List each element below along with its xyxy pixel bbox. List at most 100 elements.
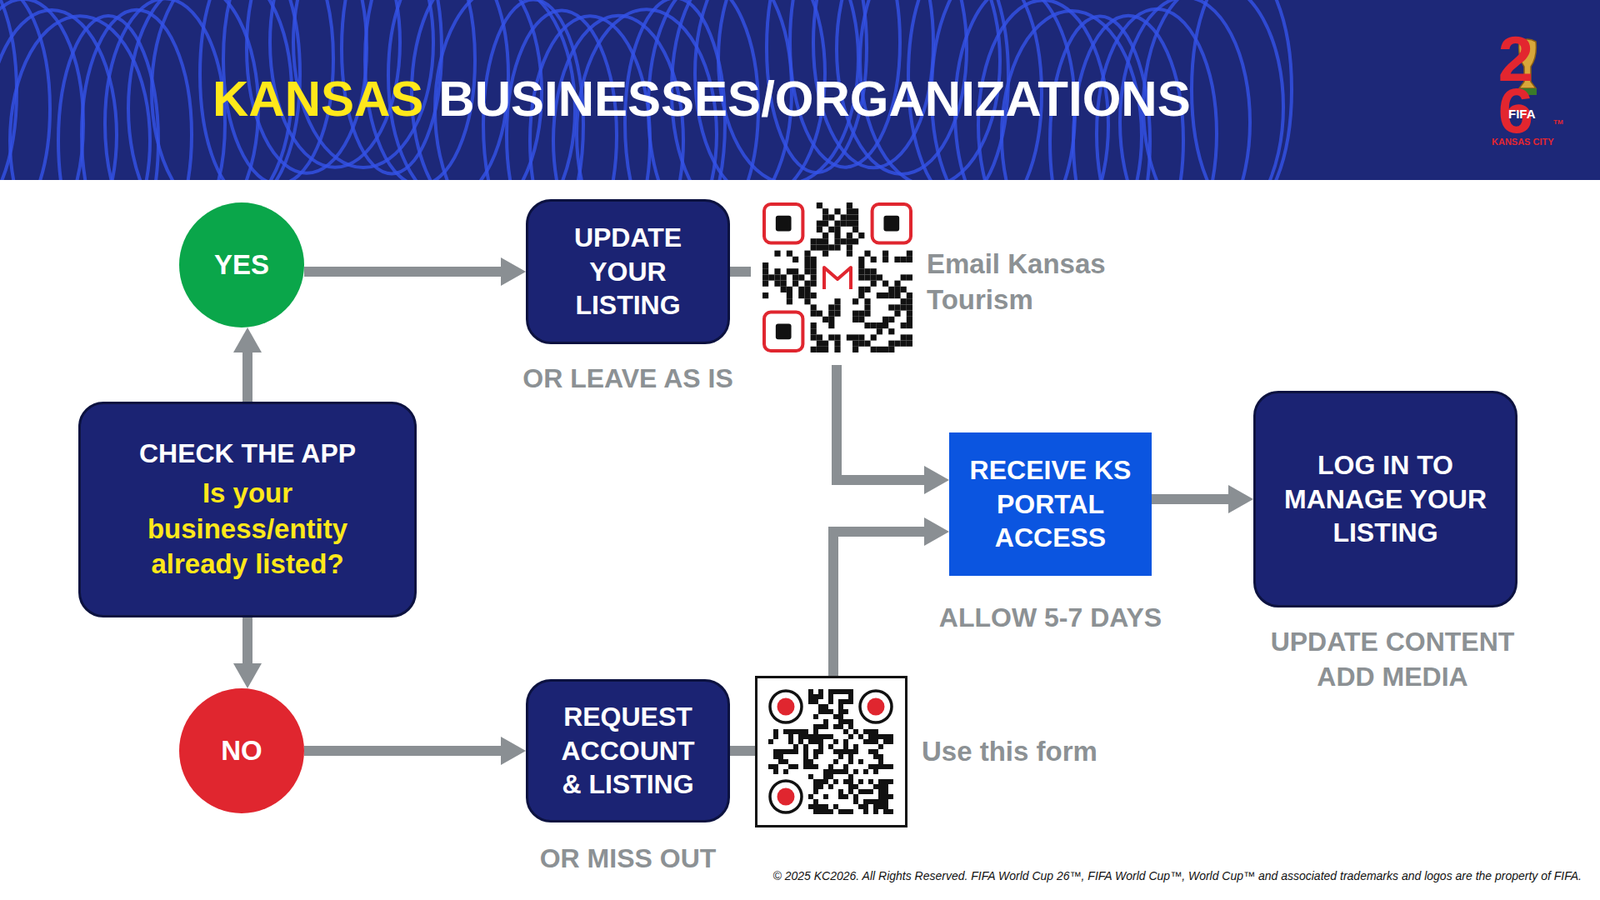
qr-module [852, 316, 859, 323]
qr-module [883, 799, 889, 805]
qr-module [798, 286, 805, 293]
qr-module [868, 789, 874, 795]
qr-module [888, 292, 895, 299]
qr-module [858, 310, 865, 317]
qr-module [848, 724, 854, 730]
qr-module [808, 774, 814, 780]
qr-module [843, 699, 849, 705]
qr-module [873, 734, 879, 740]
qr-module [788, 749, 794, 755]
qr-module [833, 749, 839, 755]
qr-module [804, 286, 810, 293]
qr-module [883, 789, 889, 795]
qr-module [843, 739, 849, 745]
qr-finder-dot [777, 698, 795, 716]
qr-module [853, 784, 859, 790]
qr-module [888, 340, 895, 347]
qr-module [810, 334, 817, 340]
qr-module [828, 774, 834, 780]
qr-module [816, 244, 823, 250]
qr-finder-dot [775, 215, 792, 232]
qr-module [792, 256, 799, 263]
qr-module [808, 759, 814, 765]
qr-finder-dot [777, 788, 795, 806]
qr-module [858, 789, 864, 795]
qr-module [894, 280, 900, 287]
qr-module [878, 784, 884, 790]
qr-module [823, 794, 829, 800]
qr-module [808, 699, 814, 705]
qr-module [838, 704, 844, 710]
node-text: REQUEST ACCOUNT & LISTING [553, 700, 704, 803]
qr-module [810, 280, 817, 287]
qr-module [883, 794, 889, 800]
qr-module [813, 799, 819, 805]
qr-module [858, 274, 865, 280]
qr-module [783, 749, 789, 755]
header-arc [81, 10, 192, 180]
header-arc [0, 0, 17, 180]
qr-module [813, 739, 819, 745]
qr-module [786, 298, 793, 305]
qr-module [846, 238, 853, 245]
qr-module [762, 280, 769, 287]
qr-module [774, 280, 780, 287]
qr-module [834, 208, 840, 215]
node-note: ALLOW 5-7 DAYS [939, 600, 1162, 636]
qr-module [834, 226, 840, 233]
qr-module [810, 262, 817, 269]
qr-module [882, 256, 889, 263]
qr-module [798, 274, 805, 280]
qr-module [882, 316, 889, 323]
qr-module [876, 292, 883, 299]
qr-module [798, 739, 804, 745]
qr-module [876, 346, 883, 353]
qr-finder [764, 204, 803, 243]
qr-module [813, 724, 819, 730]
qr-module [873, 749, 879, 755]
qr-module [838, 749, 844, 755]
qr-module [878, 754, 884, 760]
qr-module [816, 334, 823, 340]
qr-module [822, 208, 829, 215]
qr-module [828, 244, 835, 250]
title-row: KANSASBUSINESSES/ORGANIZATIONS [212, 70, 1191, 128]
qr-module [883, 804, 889, 810]
qr-module [828, 226, 835, 233]
qr-module [870, 274, 877, 280]
qr-module [876, 322, 883, 329]
node-note: OR LEAVE AS IS [522, 361, 733, 397]
qr-module [868, 729, 874, 735]
qr-module [876, 274, 883, 280]
qr-finder [872, 204, 911, 243]
qr-module [828, 769, 834, 775]
qr-module [808, 734, 814, 740]
qr-module [823, 779, 829, 785]
qr-module [828, 322, 835, 329]
qr-module [870, 268, 877, 275]
qr-module [863, 769, 869, 775]
qr-module [843, 709, 849, 715]
qr-module [888, 346, 895, 353]
qr-module [900, 274, 907, 280]
qr-module [823, 809, 829, 815]
qr-module [900, 322, 907, 329]
arrow-line [1151, 494, 1229, 505]
qr-module [863, 799, 869, 805]
qr-module [774, 250, 780, 257]
qr-module [804, 256, 810, 263]
qr-module [810, 346, 817, 353]
qr-module [843, 794, 849, 800]
qr-module [813, 714, 819, 720]
qr-module [788, 739, 794, 745]
qr-module [894, 256, 900, 263]
qr-module [773, 749, 779, 755]
qr-module [870, 280, 877, 287]
qr-module [846, 214, 853, 220]
qr-module [864, 298, 870, 305]
qr-module [822, 238, 829, 245]
qr-module [883, 784, 889, 790]
qr-module [818, 739, 824, 745]
qr-module [858, 734, 864, 740]
qr-module [906, 274, 913, 280]
